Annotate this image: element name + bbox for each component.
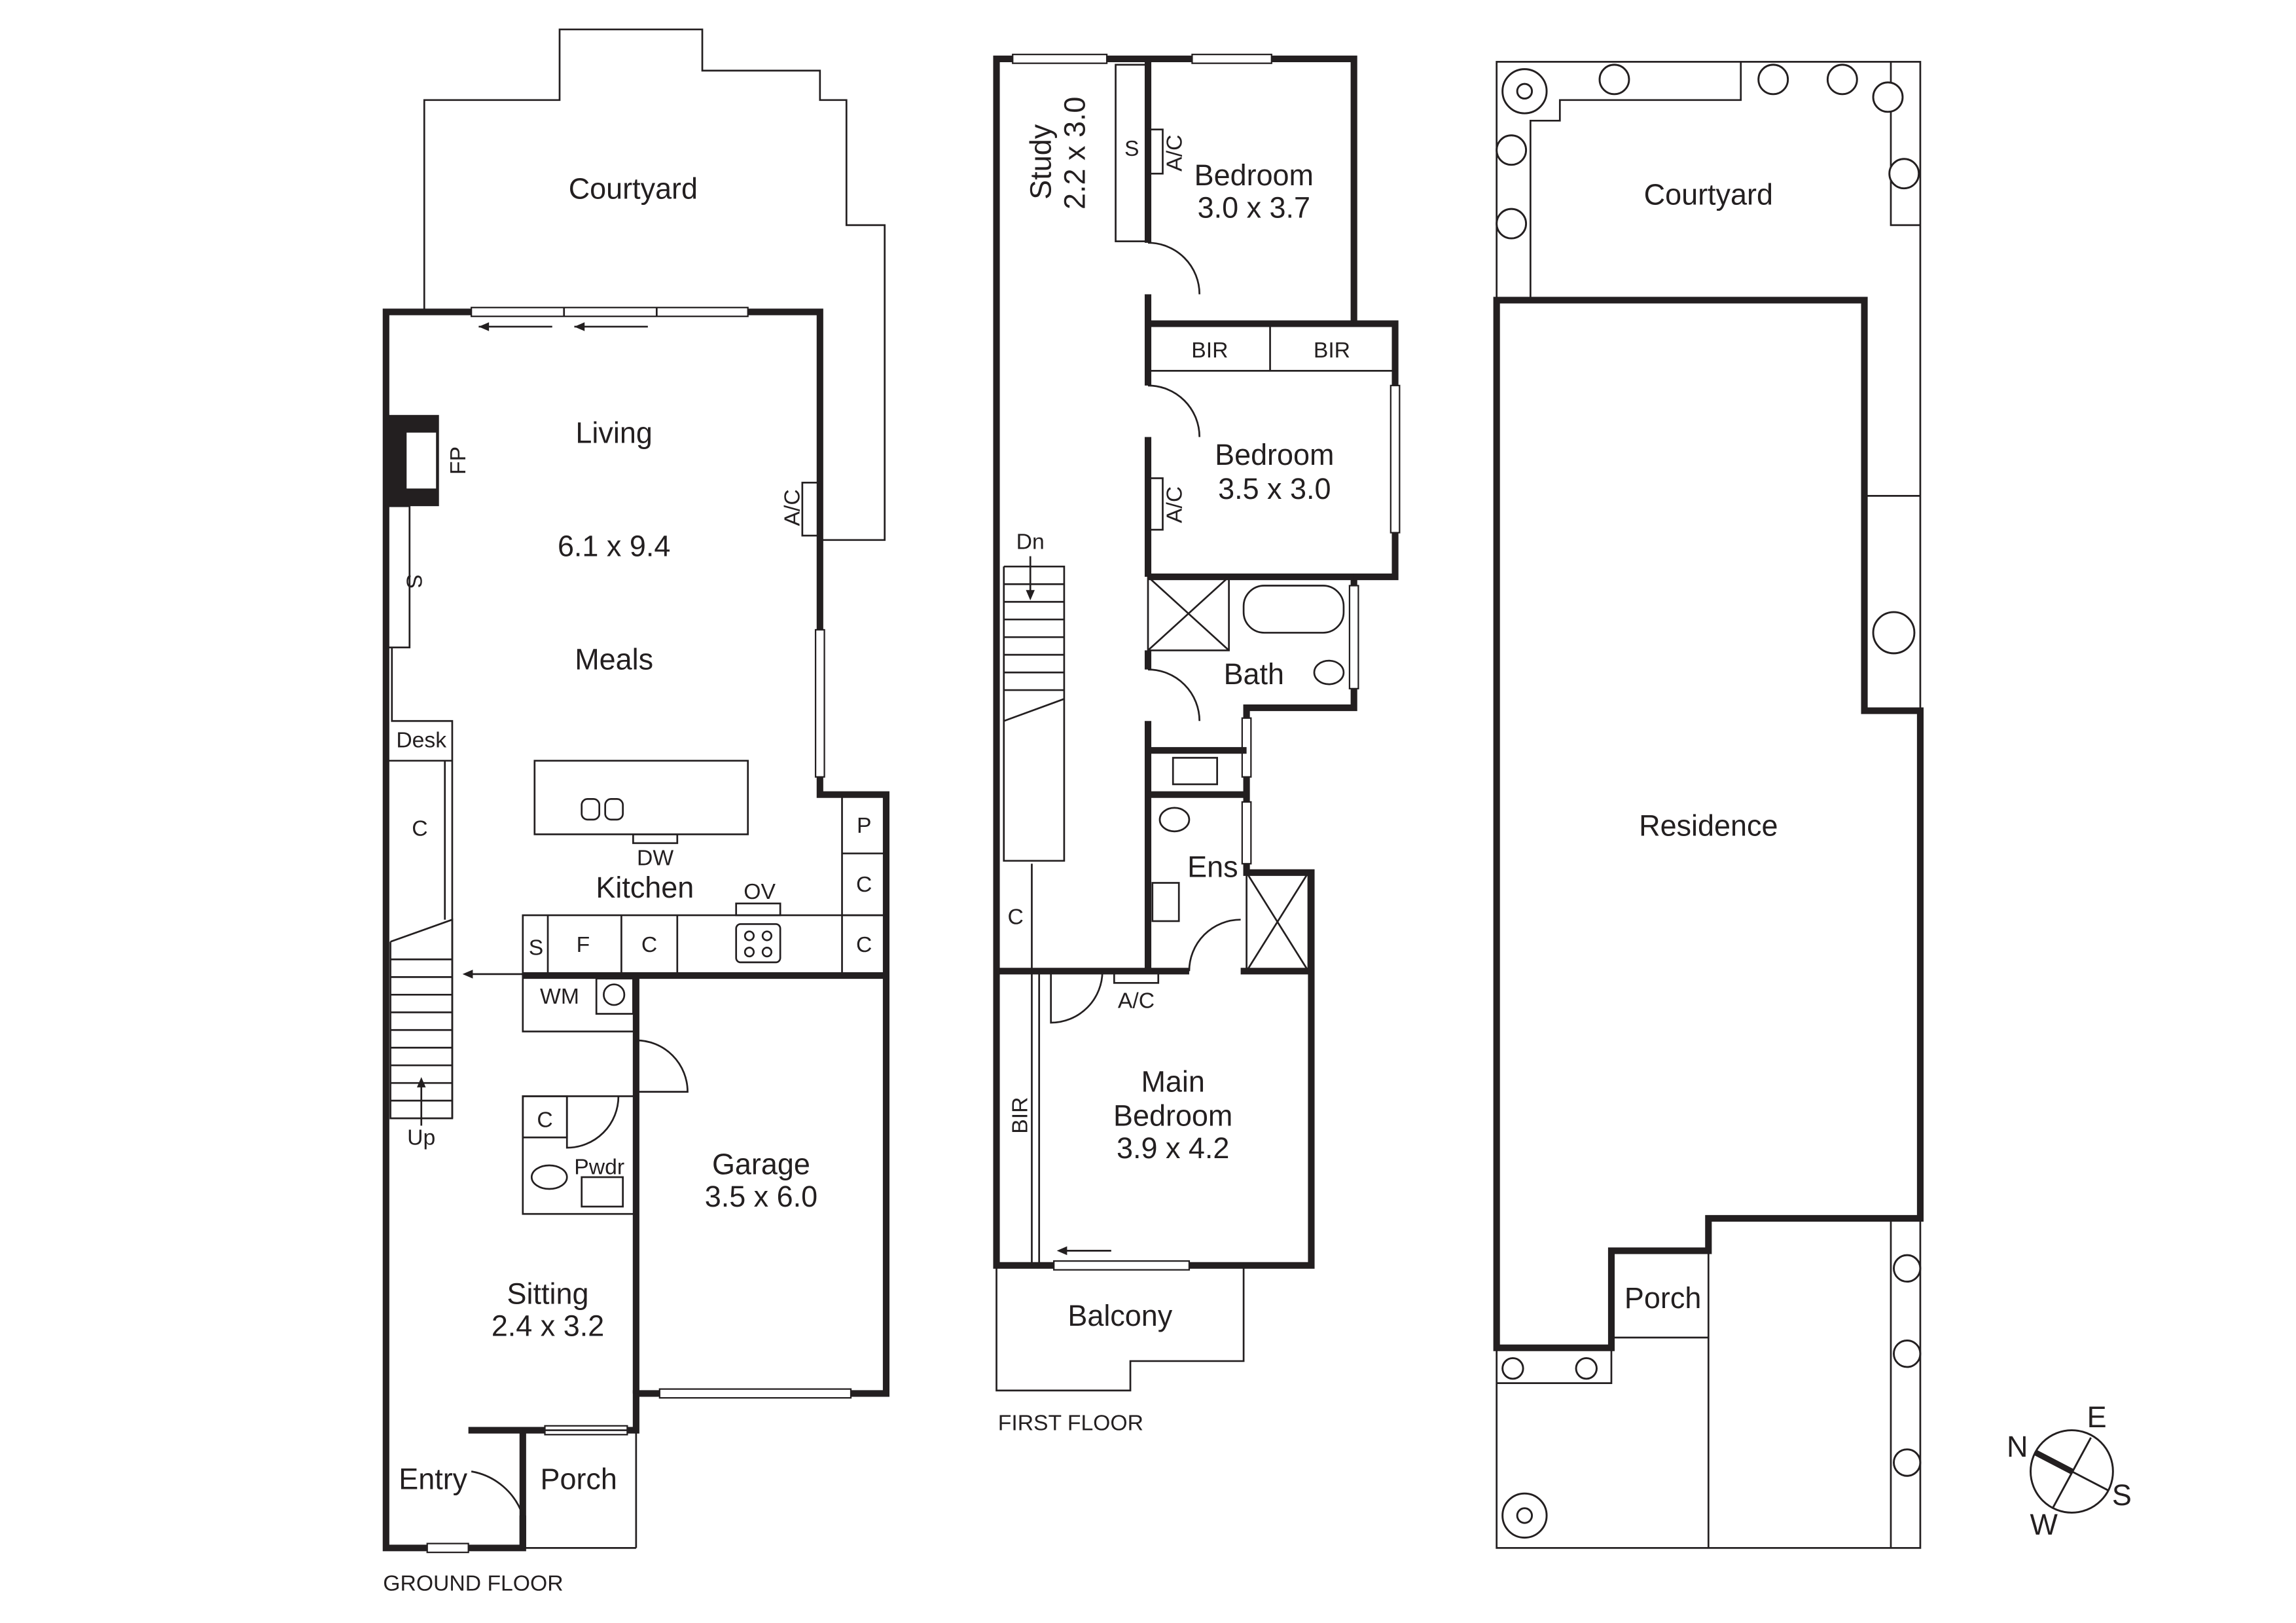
label-bir3: BIR [1008,1097,1033,1134]
label-bedroom1-dims: 3.0 x 3.7 [1198,191,1310,225]
label-sitting-dims: 2.4 x 3.2 [492,1309,604,1343]
label-garage-dims: 3.5 x 6.0 [705,1180,817,1213]
label-dn: Dn [1016,529,1045,554]
toilet-icon [530,1164,568,1190]
label-fp: FP [446,447,471,475]
label-s: S [401,574,426,589]
kitchen-island [533,759,749,835]
label-bedroom1: Bedroom [1194,158,1314,192]
label-ov: OV [744,879,776,904]
site-plan: Courtyard Residence Porch [1493,61,1924,1549]
label-bedroom2: Bedroom [1215,438,1334,471]
garage-door [658,1388,852,1399]
label-c2: C [856,932,872,957]
label-c3: C [641,932,657,957]
toilet-icon [1313,659,1345,685]
label-study-dims: 2.2 x 3.0 [1058,97,1091,210]
label-s2: S [529,936,543,960]
label-dw: DW [637,846,673,871]
sink-icon [581,798,601,821]
label-bedroom2-dims: 3.5 x 3.0 [1218,472,1331,505]
label-main-bedroom-dims: 3.9 x 4.2 [1117,1131,1229,1165]
label-c-pwdr: C [537,1108,552,1133]
first-floor-caption: FIRST FLOOR [998,1411,1143,1436]
label-ac1: A/C [1162,135,1187,172]
compass-n: N [2007,1430,2028,1463]
label-bir2: BIR [1314,338,1350,363]
stairs-up[interactable] [389,918,454,1126]
label-sitting: Sitting [507,1277,589,1310]
label-c: C [1008,904,1024,929]
sliding-door [471,306,749,318]
window [426,1542,469,1554]
label-residence: Residence [1639,809,1778,843]
balcony-outline [996,1265,1245,1392]
compass-s: S [2112,1478,2132,1512]
label-wm: WM [540,984,579,1009]
label-main-bedroom-2: Bedroom [1113,1099,1232,1132]
courtyard-outline [423,28,886,541]
label-site-porch: Porch [1624,1281,1701,1315]
label-c1: C [856,872,872,897]
window [814,629,825,778]
label-kitchen: Kitchen [596,871,694,904]
label-s: S [1124,136,1139,161]
first-floor-plan: Study 2.2 x 3.0 S A/C Bedroom 3.0 x 3.7 … [993,54,1401,1436]
label-site-courtyard: Courtyard [1644,177,1773,211]
label-balcony: Balcony [1067,1299,1172,1332]
compass-w: W [2030,1508,2058,1541]
label-c-stair: C [412,816,427,841]
label-ac: A/C [780,489,804,526]
label-living-dims: 6.1 x 9.4 [558,530,670,563]
label-desk: Desk [396,728,446,753]
label-main-bedroom: Main [1141,1065,1205,1099]
basin-icon [1172,757,1218,786]
label-study: Study [1024,124,1058,199]
label-porch: Porch [541,1462,617,1495]
storage [385,505,411,649]
label-entry: Entry [399,1462,467,1495]
ac-unit [801,481,821,537]
label-ens: Ens [1187,850,1238,884]
cooktop-icon [735,923,781,964]
stairs-down[interactable] [1003,556,1066,862]
basin-icon [581,1176,624,1208]
label-pantry: P [857,813,871,838]
label-bir1: BIR [1191,338,1228,363]
label-f: F [577,932,590,957]
label-living: Living [575,416,652,449]
label-garage: Garage [712,1148,810,1181]
label-ac2: A/C [1162,486,1187,523]
shower-icon [1147,575,1230,651]
bathtub-icon [1242,585,1345,634]
compass-e: E [2087,1400,2107,1434]
label-pwdr: Pwdr [574,1155,624,1180]
tree-icons [1496,64,1922,1539]
label-meals: Meals [575,643,653,676]
ground-floor-caption: GROUND FLOOR [383,1571,563,1596]
label-courtyard: Courtyard [569,172,698,205]
ground-floor-plan: Courtyard Living 6.1 x 9.4 Meals FP A/C … [382,28,890,1596]
label-bath: Bath [1224,657,1284,691]
label-ac3: A/C [1118,989,1155,1013]
label-up: Up [407,1125,435,1150]
washing-machine-icon [603,983,626,1006]
compass-icon: N E S W [2007,1400,2132,1541]
residence-outline [1493,297,1924,1351]
